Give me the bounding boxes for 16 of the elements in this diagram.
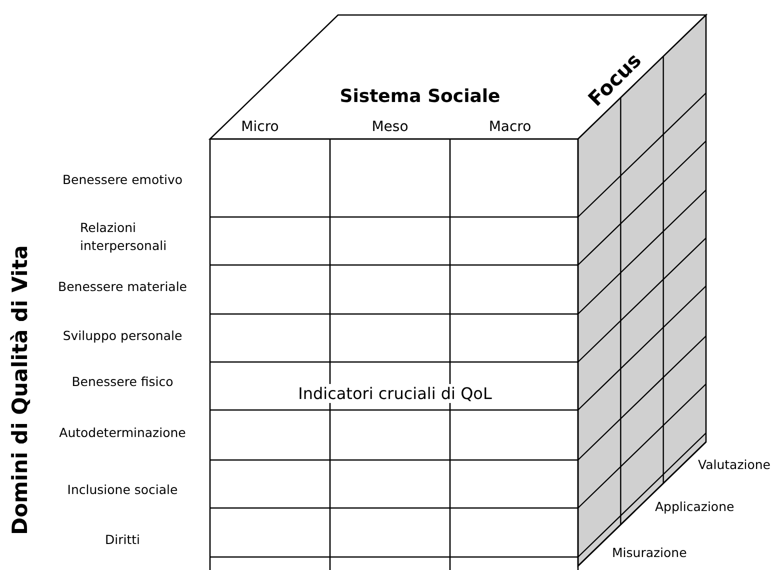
row-label: Inclusione sociale (66, 482, 179, 497)
row-label: Benessere fisico (70, 374, 174, 389)
row-label: Benessere materiale (57, 279, 188, 294)
column-label: Micro (240, 119, 280, 135)
row-label: Autodeterminazione (58, 425, 187, 440)
depth-label: Valutazione (698, 457, 770, 472)
depth-label: Misurazione (612, 545, 687, 560)
row-label: Diritti (104, 532, 141, 547)
row-label: Sviluppo personale (62, 328, 184, 343)
depth-label: Applicazione (655, 499, 734, 514)
row-label: Benessere emotivo (61, 172, 184, 187)
column-label: Macro (488, 119, 532, 135)
axis-title: Domini di Qualità di Vita (8, 244, 32, 537)
axis-title: Sistema Sociale (338, 86, 502, 107)
column-label: Meso (370, 119, 410, 135)
row-label: Relazioni interpersonali (80, 219, 168, 256)
